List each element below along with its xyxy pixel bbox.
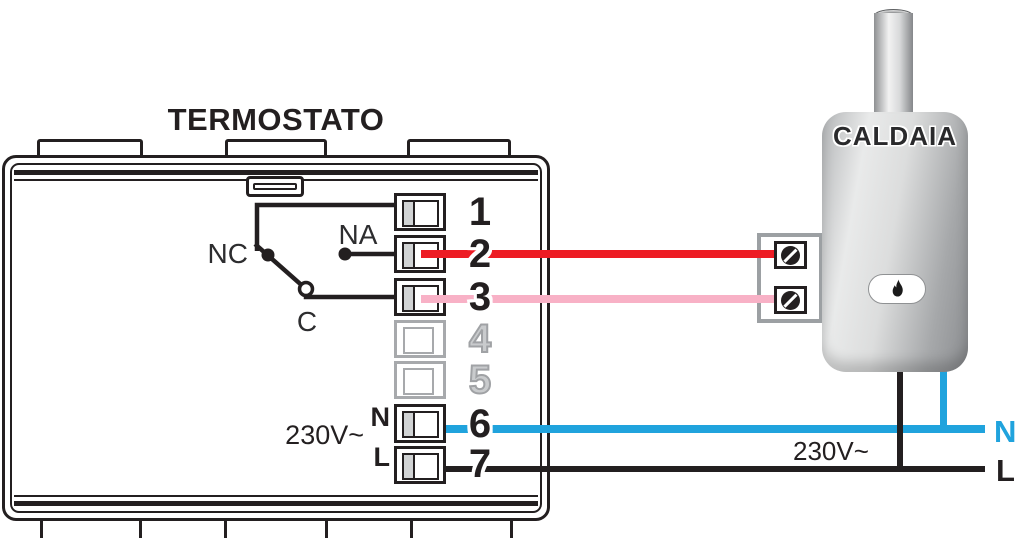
terminal-number-7: 7 (468, 442, 492, 486)
flame-icon (892, 278, 903, 296)
terminal-box-7 (394, 446, 446, 484)
neutral-label-thermostat: N (370, 402, 391, 432)
wire-line-black-drop (897, 362, 903, 472)
terminal-box-4 (394, 320, 446, 358)
switch-diagram (253, 202, 395, 300)
plate-inner-frame (10, 163, 542, 513)
terminal-number-4: 4 (468, 317, 492, 361)
nc-label: NC (207, 238, 248, 269)
supply-voltage-label-thermostat: 230V~ (285, 420, 364, 450)
plate-bevel (14, 170, 538, 175)
screw-icon (781, 290, 800, 310)
thermostat-title: TERMOSTATO (167, 102, 385, 137)
c-label: C (296, 306, 318, 337)
terminal-number-5: 5 (468, 358, 492, 402)
plate-clip-inner (253, 183, 297, 190)
mains-voltage-label: 230V~ (793, 436, 869, 466)
plate-bevel (14, 501, 538, 506)
screw-icon (781, 245, 800, 265)
terminal-number-3: 3 (468, 275, 492, 319)
flame-badge (868, 274, 926, 304)
common-contact-circle (297, 280, 315, 298)
screw-terminal-top (774, 241, 807, 269)
wire-neutral-blue (421, 425, 985, 433)
wire-red (421, 250, 777, 258)
plate-bevel (14, 495, 538, 497)
line-label-thermostat: L (373, 442, 391, 472)
plate-clip (246, 176, 304, 197)
na-contact-dot (338, 247, 352, 261)
wire-pink (421, 295, 777, 303)
mains-neutral-label: N (994, 414, 1017, 449)
terminal-box-6 (394, 404, 446, 443)
screw-terminal-bottom (774, 286, 807, 314)
wire-line-black (421, 466, 985, 472)
nc-contact-dot (261, 248, 275, 262)
terminal-number-1: 1 (468, 190, 492, 234)
terminal-box-1 (394, 193, 446, 231)
mains-line-label: L (996, 453, 1015, 488)
terminal-box-5 (394, 361, 446, 399)
na-label: NA (338, 219, 378, 250)
boiler-label: CALDAIA (833, 121, 957, 151)
chimney-pipe (874, 13, 913, 118)
boiler-body (822, 112, 968, 372)
terminal-number-6: 6 (468, 402, 492, 446)
thermostat-plate (2, 155, 550, 521)
terminal-number-2: 2 (468, 232, 492, 276)
wire-neutral-blue-drop (940, 362, 947, 432)
